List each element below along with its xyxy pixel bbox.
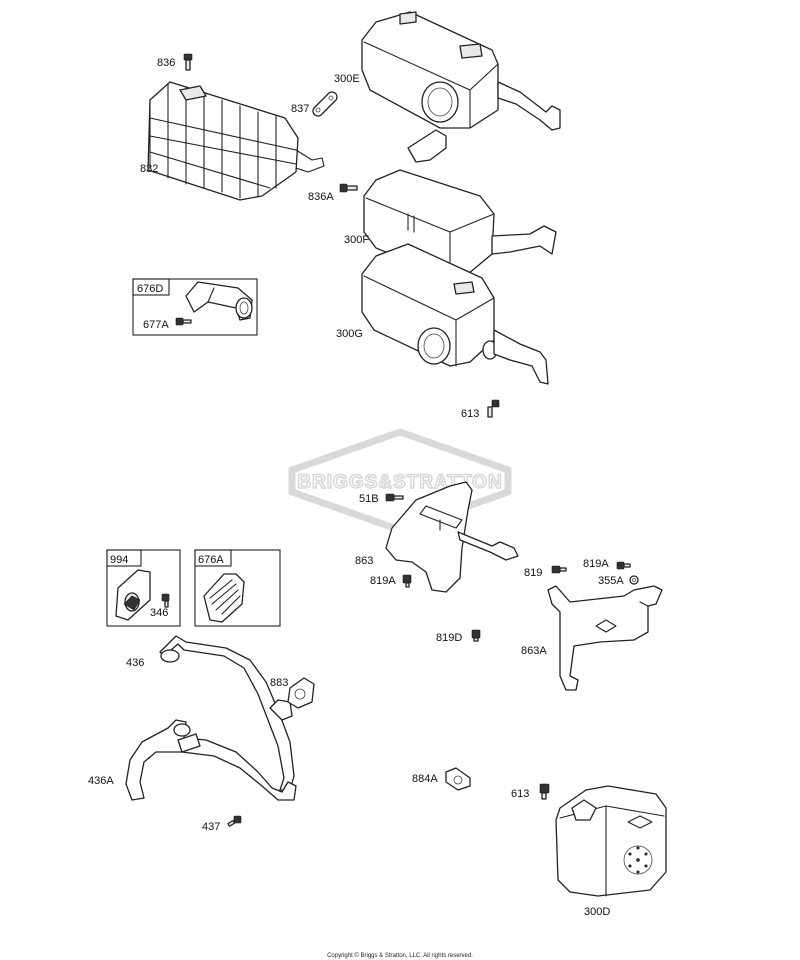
- gasket-883: [287, 677, 315, 709]
- callout-613-lower: 613: [511, 788, 529, 800]
- callout-832: 832: [140, 163, 158, 175]
- bolt-613-upper: [487, 399, 500, 418]
- callout-883: 883: [270, 677, 288, 689]
- callout-436: 436: [126, 657, 144, 669]
- callout-51B: 51B: [359, 493, 379, 505]
- bolt-836A: [339, 183, 358, 193]
- callout-836A: 836A: [308, 191, 334, 203]
- copyright-notice: Copyright © Briggs & Stratton, LLC. All …: [327, 952, 473, 959]
- callout-355A: 355A: [598, 575, 624, 587]
- briggs-stratton-watermark-logo: BRIGGS&STRATTON: [288, 428, 512, 534]
- bolt-819A-left: [402, 574, 412, 588]
- exhaust-pipe-436A: [125, 719, 297, 801]
- bolt-836: [183, 53, 193, 71]
- callout-labels: 836 837 300E 832 836A 300F 676D 677A 300…: [88, 57, 624, 918]
- callout-863A: 863A: [521, 645, 547, 657]
- callout-300G: 300G: [336, 328, 363, 340]
- callout-437: 437: [202, 821, 220, 833]
- bolt-819A-right: [616, 561, 631, 570]
- bracket-863A: [547, 585, 663, 691]
- callout-676D: 676D: [137, 283, 163, 295]
- kit-box-676D: [132, 278, 258, 336]
- callout-884A: 884A: [412, 773, 438, 785]
- bracket-837: [312, 91, 338, 117]
- callout-863: 863: [355, 555, 373, 567]
- muffler-300G: [361, 243, 549, 385]
- callout-819: 819: [524, 567, 542, 579]
- callout-436A: 436A: [88, 775, 114, 787]
- washer-355A: [629, 575, 639, 585]
- bolt-613-lower: [539, 783, 550, 800]
- callout-300E: 300E: [334, 73, 360, 85]
- callout-346: 346: [150, 607, 168, 619]
- callout-819A-left: 819A: [370, 575, 396, 587]
- bolt-51B: [385, 493, 404, 502]
- muffler-300E: [361, 11, 561, 131]
- callout-837: 837: [291, 103, 309, 115]
- callout-819A-right: 819A: [583, 558, 609, 570]
- callout-677A: 677A: [143, 319, 169, 331]
- callout-994: 994: [110, 554, 128, 566]
- clamp-884A: [445, 767, 471, 791]
- callout-300F: 300F: [344, 234, 369, 246]
- exhaust-pipe-436: [159, 635, 295, 791]
- muffler-300D: [555, 785, 667, 897]
- bolt-819D: [471, 629, 481, 642]
- heat-shield-bracket-863: [385, 481, 519, 593]
- kit-box-676A: [194, 549, 281, 627]
- kit-box-994: [106, 549, 181, 627]
- callout-676A: 676A: [198, 554, 224, 566]
- bolt-819: [551, 565, 567, 574]
- callout-613-upper: 613: [461, 408, 479, 420]
- muffler-guard-832: [147, 81, 325, 201]
- callout-819D: 819D: [436, 632, 462, 644]
- bolt-437: [227, 815, 242, 827]
- callout-300D: 300D: [584, 906, 610, 918]
- callout-836: 836: [157, 57, 175, 69]
